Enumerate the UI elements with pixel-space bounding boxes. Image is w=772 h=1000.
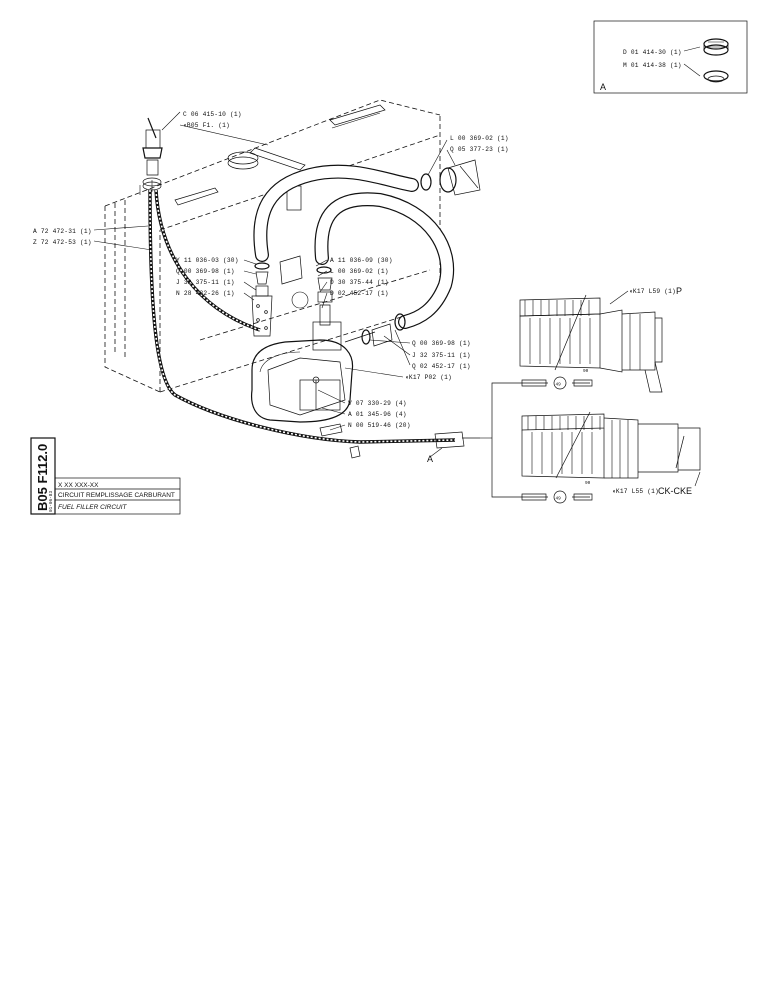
sender-cables [148, 189, 456, 444]
wire-tag-top-text: 49 [556, 383, 562, 388]
cable-plug-a-icon [434, 431, 492, 449]
label-a01345: A 01 345-96 (4) [348, 411, 407, 418]
filler-cap-icon [420, 159, 481, 196]
connector-a-label: A [427, 454, 433, 464]
label-l00369b: L 00 369-02 (1) [330, 268, 389, 275]
label-j32375: J 32 375-11 (1) [176, 279, 235, 286]
mark-90-p: 90 [583, 369, 589, 374]
label-k17p02: ◖K17 P02 (1) [405, 374, 452, 381]
detail-part-2: M 01 414-38 (1) [623, 62, 682, 69]
fittings-left [251, 255, 309, 337]
fuel-pump-icon [250, 313, 406, 459]
fuel-hoses [253, 164, 455, 329]
label-y11036: Y 11 036-03 (30) [176, 257, 239, 264]
leader-lines [93, 111, 456, 458]
label-n28432: N 28 432-26 (1) [176, 290, 235, 297]
level-sender-icon [142, 117, 163, 191]
label-v07330: V 07 330-29 (4) [348, 400, 407, 407]
label-d02452: D 02 452-17 (1) [330, 290, 389, 297]
conn-ck-model: CK-CKE [658, 486, 692, 496]
label-c06415: C 06 415-10 (1) [183, 111, 242, 118]
label-q05377: Q 05 377-23 (1) [450, 146, 509, 153]
label-n00519: N 00 519-46 (20) [348, 422, 411, 429]
harness-bracket: 49 49 [491, 376, 593, 504]
label-d30375: D 30 375-44 (1) [330, 279, 389, 286]
detail-box-a: A D 01 414-30 (1) M 01 414-38 (1) [593, 20, 748, 94]
conn-ck-ref: ◖K17 L55 (1) [612, 488, 659, 495]
conn-p-ref: ◖K17 L59 (1) [629, 288, 676, 295]
label-z72472: Z 72 472-53 (1) [33, 239, 92, 246]
detail-box-letter: A [600, 82, 606, 92]
fittings-right [316, 266, 333, 326]
wire-tag-bottom [553, 490, 567, 504]
label-b05f1: ◖B05 F1. (1) [183, 122, 230, 129]
label-a72472: A 72 472-31 (1) [33, 228, 92, 235]
connector-ck-cke-icon: 90 [521, 411, 701, 486]
fuel-tank [104, 99, 441, 393]
wire-tag-bottom-text: 49 [556, 497, 562, 502]
label-q00369: Q 00 369-98 (1) [176, 268, 235, 275]
label-j32375b: J 32 375-11 (1) [412, 352, 471, 359]
drawing-code: B05 F112.0 [35, 444, 50, 511]
label-q02452: Q 02 452-17 (1) [412, 363, 471, 370]
conn-p-model: P [676, 286, 682, 296]
title-ref: X XX XXX-XX [58, 482, 99, 489]
detail-part-1: D 01 414-30 (1) [623, 49, 682, 56]
drawing-date: 01-06-83 [49, 491, 54, 512]
wire-tag-top [553, 376, 567, 390]
title-block: B05 F112.0 01-06-83 X XX XXX-XX CIRCUIT … [30, 437, 181, 515]
label-q00369b: Q 00 369-98 (1) [412, 340, 471, 347]
filler-cap-detail-icon [703, 38, 729, 83]
title-fr: CIRCUIT REMPLISSAGE CARBURANT [58, 492, 175, 499]
connector-p-icon: 90 [519, 294, 663, 393]
label-l00369: L 00 369-02 (1) [450, 135, 509, 142]
title-en: FUEL FILLER CIRCUIT [58, 504, 128, 511]
label-a11036: A 11 036-09 (30) [330, 257, 393, 264]
mark-90-ck: 90 [585, 481, 591, 486]
